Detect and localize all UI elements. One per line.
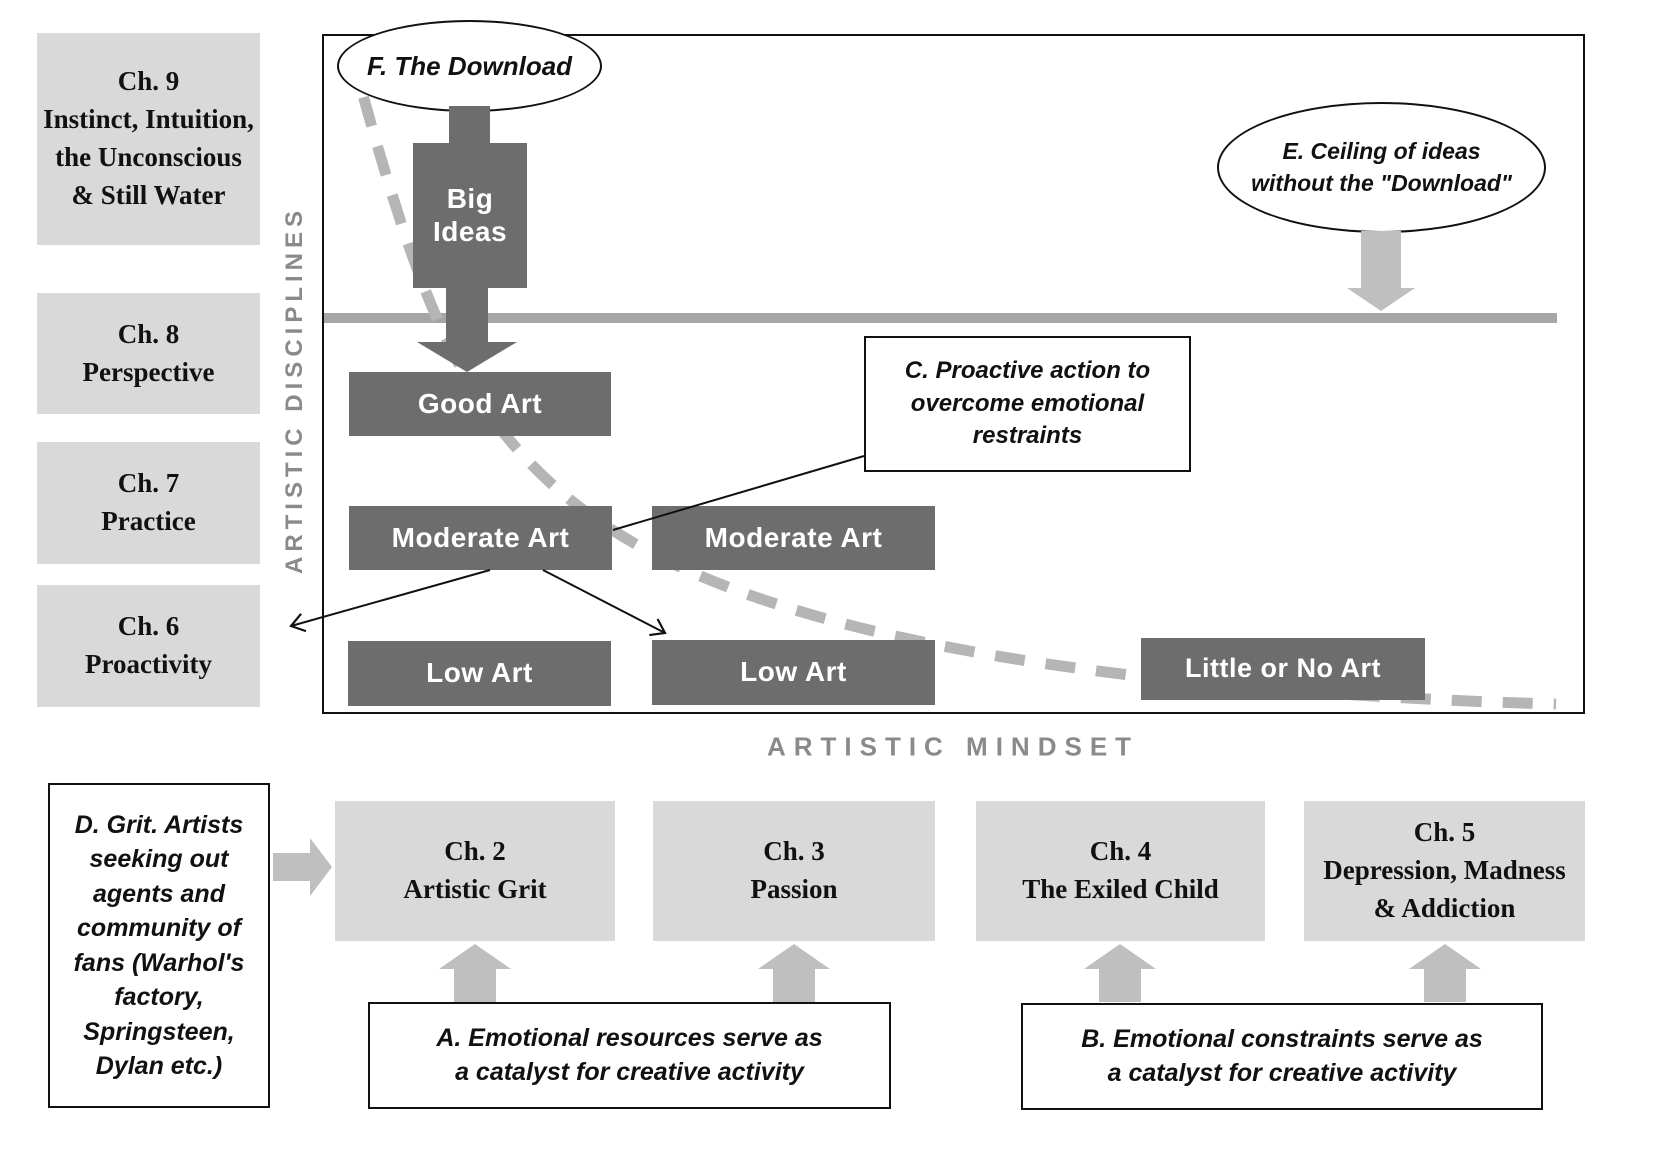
annotation-d-box: D. Grit. Artists seeking out agents and … (48, 783, 270, 1108)
chapter-subtitle: Depression, Madness & Addiction (1323, 855, 1566, 923)
little-or-no-art-box: Little or No Art (1141, 638, 1425, 700)
annotation-c-box: C. Proactive action to overcome emotiona… (864, 336, 1191, 472)
annotation-a-label: A. (436, 1023, 462, 1052)
annotation-b-label: B. (1081, 1024, 1107, 1053)
chapter-subtitle: The Exiled Child (1022, 874, 1219, 904)
y-axis-label: ARTISTIC DISCIPLINES (281, 205, 308, 575)
annotation-f-ellipse: F. The Download (337, 20, 602, 112)
chapter-subtitle: Proactivity (85, 649, 212, 679)
annotation-e-text: E. Ceiling of ideas without the "Downloa… (1251, 138, 1512, 196)
chapter-box-ch4: Ch. 4 The Exiled Child (976, 801, 1265, 941)
chapter-subtitle: Passion (750, 874, 838, 904)
annotation-e-ellipse: E. Ceiling of ideas without the "Downloa… (1217, 102, 1546, 233)
catalyst-arrow-ch3 (758, 944, 830, 1002)
chapter-box-ch9: Ch. 9 Instinct, Intuition, the Unconscio… (37, 33, 260, 245)
chapter-title: Ch. 3 (763, 836, 825, 867)
low-art-right-box: Low Art (652, 640, 935, 705)
chapter-title: Ch. 4 (1089, 836, 1152, 867)
annotation-b-text: B. Emotional constraints serve as a cata… (1081, 1024, 1483, 1087)
x-axis-label: ARTISTIC MINDSET (766, 731, 1140, 762)
chapter-box-ch6: Ch. 6 Proactivity (37, 585, 260, 707)
chapter-subtitle: Practice (101, 506, 196, 536)
chapter-title: Ch. 2 (444, 836, 506, 867)
big-ideas-box: Big Ideas (413, 143, 527, 288)
chapter-subtitle: Perspective (82, 356, 215, 387)
grit-arrow (273, 838, 332, 896)
moderate-art-right-box: Moderate Art (652, 506, 935, 570)
catalyst-arrow-ch5 (1409, 944, 1481, 1002)
annotation-b-box: B. Emotional constraints serve as a cata… (1021, 1003, 1543, 1110)
annotation-c-text: C. Proactive action to overcome emotiona… (904, 357, 1151, 450)
chapter-subtitle: Artistic Grit (403, 874, 547, 904)
chapter-box-ch7: Ch. 7 Practice (37, 442, 260, 564)
chapter-box-ch2: Ch. 2 Artistic Grit (335, 801, 615, 941)
chapter-subtitle: Instinct, Intuition, the Unconscious & S… (43, 104, 254, 210)
moderate-art-left-box: Moderate Art (349, 506, 612, 570)
annotation-d-text: D. Grit. Artists seeking out agents and … (73, 810, 245, 1081)
good-art-box: Good Art (349, 372, 611, 436)
annotation-a-box: A. Emotional resources serve as a cataly… (368, 1002, 891, 1109)
annotation-d-label: D. (74, 810, 100, 839)
catalyst-arrow-ch2 (439, 944, 511, 1002)
low-art-left-box: Low Art (348, 641, 611, 706)
chapter-title: Ch. 6 (117, 611, 180, 642)
chart-area-frame (322, 34, 1585, 714)
annotation-a-text: A. Emotional resources serve as a cataly… (436, 1023, 823, 1086)
annotation-f-text: F. The Download (366, 50, 573, 81)
catalyst-arrow-ch4 (1084, 944, 1156, 1002)
annotation-f-label: F. (366, 50, 388, 81)
annotation-c-label: C. (904, 357, 929, 385)
chapter-title: Ch. 9 (117, 66, 180, 97)
chapter-title: Ch. 5 (1413, 817, 1476, 848)
chapter-title: Ch. 7 (117, 468, 180, 499)
annotation-e-label: E. (1282, 138, 1305, 165)
chapter-box-ch8: Ch. 8 Perspective (37, 293, 260, 414)
chapter-box-ch5: Ch. 5 Depression, Madness & Addiction (1304, 801, 1585, 941)
chapter-box-ch3: Ch. 3 Passion (653, 801, 935, 941)
chapter-title: Ch. 8 (117, 318, 180, 349)
